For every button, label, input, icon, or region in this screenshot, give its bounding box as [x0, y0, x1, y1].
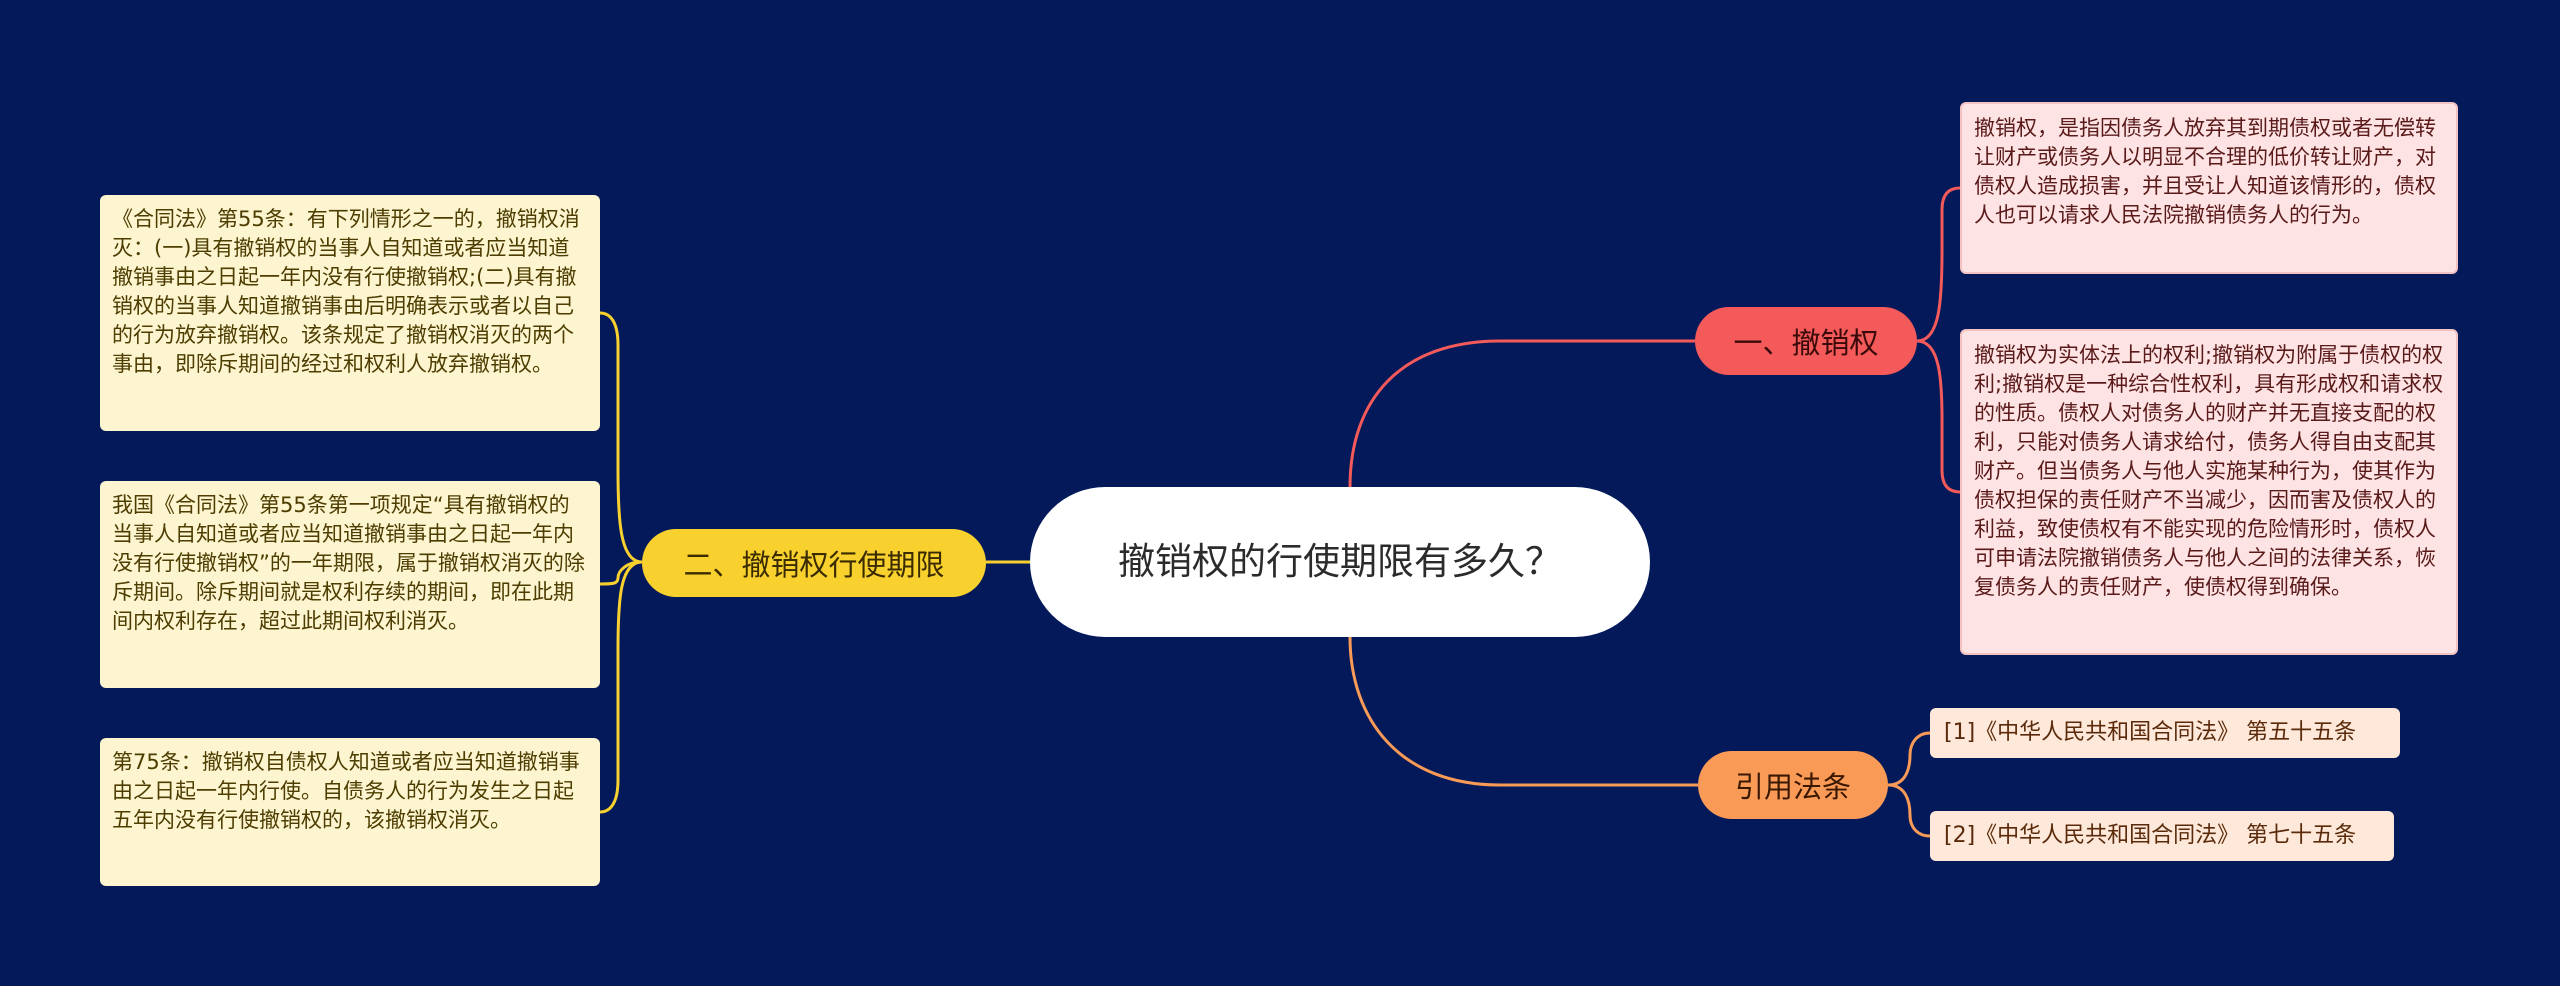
branch-definition-label: 一、撤销权: [1733, 326, 1879, 360]
citation-item[interactable]: [1]《中华人民共和国合同法》 第五十五条: [1930, 708, 2400, 758]
citation-item[interactable]: [2]《中华人民共和国合同法》 第七十五条: [1930, 811, 2394, 861]
citation-item-text: [1]《中华人民共和国合同法》 第五十五条: [1944, 720, 2357, 745]
link-citations-item2: [1887, 783, 1931, 838]
link-citations-item1: [1887, 731, 1931, 787]
branch-citations[interactable]: 引用法条: [1698, 751, 1888, 819]
link-center-definition: [1348, 339, 1695, 488]
period-note-article75-text: 第75条：撤销权自债权人知道或者应当知道撤销事由之日起一年内行使。自债务人的行为…: [112, 750, 580, 832]
central-topic-label: 撤销权的行使期限有多久？: [1118, 540, 1562, 583]
branch-citations-label: 引用法条: [1734, 770, 1851, 804]
definition-note-text: 撤销权，是指因债务人放弃其到期债权或者无偿转让财产或债务人以明显不合理的低价转让…: [1974, 116, 2436, 227]
citation-item-text: [2]《中华人民共和国合同法》 第七十五条: [1944, 823, 2357, 848]
central-topic[interactable]: 撤销权的行使期限有多久？: [1030, 487, 1650, 637]
branch-definition[interactable]: 一、撤销权: [1695, 307, 1917, 375]
period-note-article75[interactable]: 第75条：撤销权自债权人知道或者应当知道撤销事由之日起一年内行使。自债务人的行为…: [100, 738, 600, 886]
definition-note[interactable]: 撤销权，是指因债务人放弃其到期债权或者无偿转让财产或债务人以明显不合理的低价转让…: [1960, 102, 2458, 274]
link-definition-note2: [1916, 339, 1961, 494]
definition-nature-note[interactable]: 撤销权为实体法上的权利;撤销权为附属于债权的权利;撤销权是一种综合性权利，具有形…: [1960, 329, 2458, 655]
period-note-article55[interactable]: 《合同法》第55条：有下列情形之一的，撤销权消灭：(一)具有撤销权的当事人自知道…: [100, 195, 600, 431]
link-period-note3: [599, 560, 643, 814]
branch-period-label: 二、撤销权行使期限: [683, 548, 945, 582]
link-period-note2: [599, 560, 643, 586]
period-note-article55-text: 《合同法》第55条：有下列情形之一的，撤销权消灭：(一)具有撤销权的当事人自知道…: [112, 207, 580, 376]
link-center-citations: [1348, 636, 1698, 787]
period-note-exclusion-period[interactable]: 我国《合同法》第55条第一项规定“具有撤销权的当事人自知道或者应当知道撤销事由之…: [100, 481, 600, 688]
branch-period[interactable]: 二、撤销权行使期限: [642, 529, 986, 597]
period-note-exclusion-period-text: 我国《合同法》第55条第一项规定“具有撤销权的当事人自知道或者应当知道撤销事由之…: [112, 493, 585, 633]
definition-nature-note-text: 撤销权为实体法上的权利;撤销权为附属于债权的权利;撤销权是一种综合性权利，具有形…: [1974, 343, 2444, 599]
link-definition-note1: [1916, 186, 1961, 343]
link-period-note1: [599, 311, 643, 564]
